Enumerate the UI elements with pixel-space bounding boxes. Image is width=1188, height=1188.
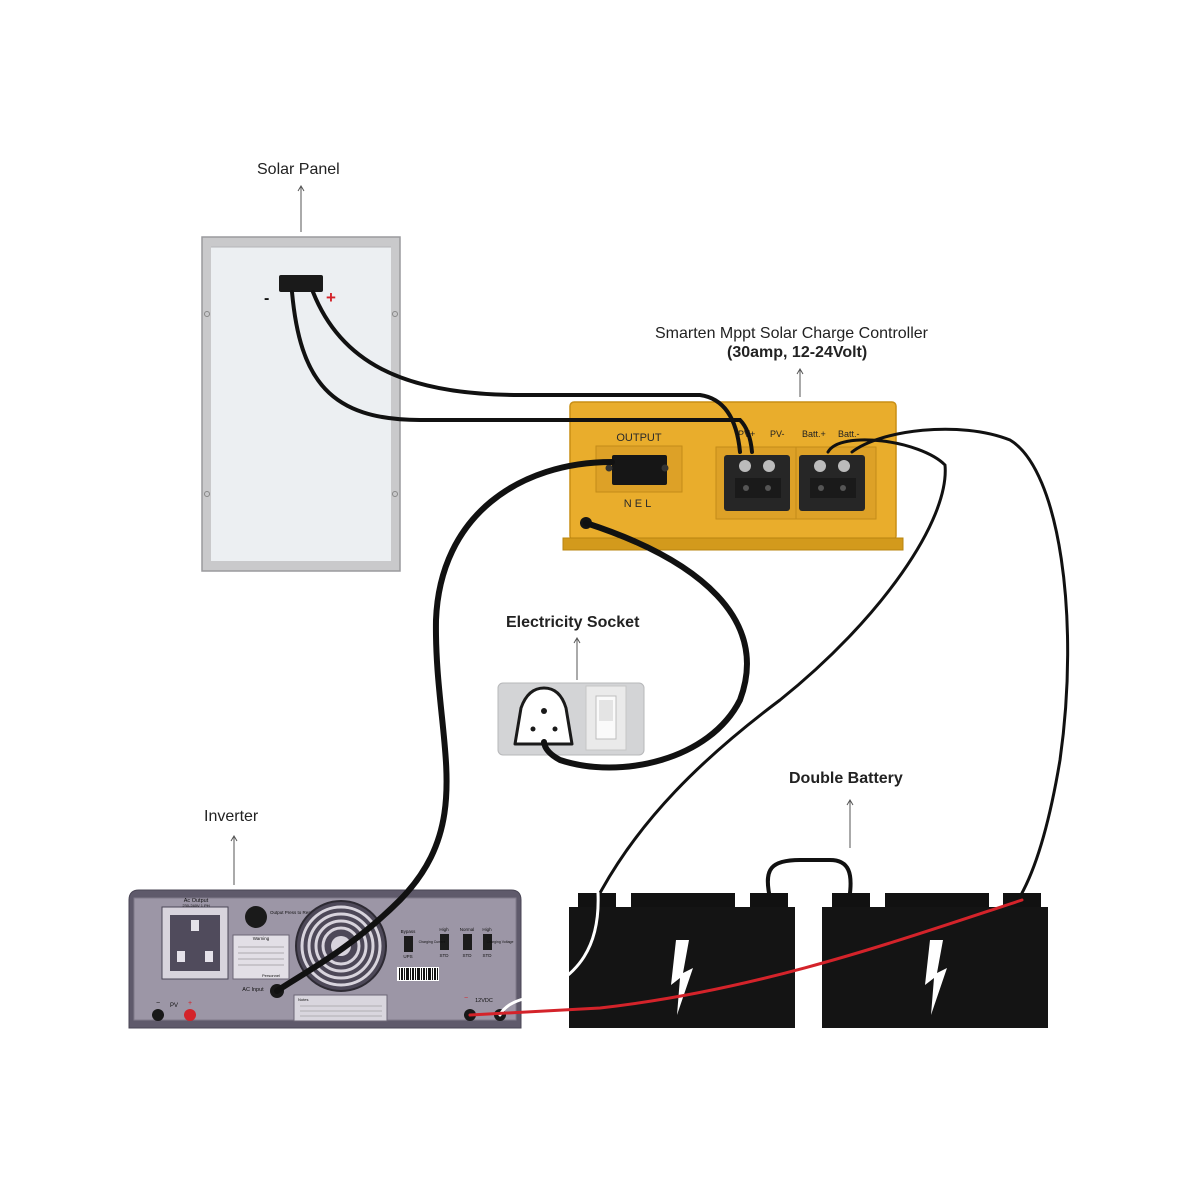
power-button[interactable] bbox=[245, 906, 267, 928]
pv-minus-wire bbox=[290, 290, 754, 454]
switch-panel: Bypass UPS High Charging Current STD Nor… bbox=[401, 927, 514, 959]
high-label-2: High bbox=[482, 927, 492, 932]
batt-positive-wire bbox=[598, 438, 947, 895]
controller-title: Smarten Mppt Solar Charge Controller bbox=[655, 325, 929, 342]
panel-minus-label: - bbox=[264, 290, 269, 307]
wires bbox=[274, 290, 1070, 1017]
dc-label: 12VDC bbox=[475, 998, 493, 1004]
battery-right bbox=[822, 893, 1048, 1028]
pv-label: PV bbox=[170, 1003, 178, 1009]
socket-label: Electricity Socket bbox=[506, 614, 640, 631]
white-lead bbox=[498, 891, 600, 1017]
output-to-inverter-wire bbox=[274, 459, 615, 994]
bypass-label: Bypass bbox=[401, 929, 417, 934]
pv-plus-sign: + bbox=[188, 1000, 192, 1007]
personnel-label: Personnel bbox=[262, 973, 280, 978]
pv-plus-wire bbox=[311, 290, 742, 454]
pv-minus-label: PV- bbox=[770, 429, 785, 439]
controller-to-socket-wire bbox=[541, 520, 750, 771]
pv-plus-terminal bbox=[184, 1009, 196, 1021]
batt-negative-wire bbox=[850, 427, 1070, 895]
plug bbox=[513, 686, 574, 746]
pv-minus-terminal bbox=[152, 1009, 164, 1021]
solar-panel: - + bbox=[201, 236, 401, 572]
lightning-icon bbox=[671, 940, 693, 1015]
warning-label: Warning bbox=[253, 936, 270, 941]
output-port bbox=[612, 455, 667, 485]
batt-minus-label: Batt.- bbox=[838, 429, 860, 439]
batt-plus-label: Batt.+ bbox=[802, 429, 826, 439]
charging-voltage-label: Charging Voltage bbox=[487, 940, 514, 944]
ups-label: UPS bbox=[403, 954, 412, 959]
ac-output-sub: 230-240V 1 PH bbox=[182, 903, 209, 908]
notes-label: Notes bbox=[298, 997, 308, 1002]
battery-bridge-wire bbox=[765, 858, 853, 895]
dc-minus-sign: − bbox=[464, 995, 468, 1002]
label-arrows bbox=[230, 185, 854, 885]
normal-switch[interactable] bbox=[463, 934, 472, 950]
charging-current-label: Charging Current bbox=[419, 940, 446, 944]
charge-controller: OUTPUT NEL PV+ PV- Batt.+ Batt.- bbox=[562, 401, 904, 551]
battery-label: Double Battery bbox=[789, 770, 903, 787]
ac-input-label: AC Input bbox=[242, 987, 264, 993]
electricity-socket bbox=[497, 682, 645, 756]
pv-minus-sign: − bbox=[156, 1000, 160, 1007]
bypass-switch[interactable] bbox=[404, 936, 413, 952]
high-label-1: High bbox=[439, 927, 449, 932]
red-lead bbox=[468, 898, 1024, 1017]
panel-plus-label: + bbox=[326, 288, 336, 307]
ac-output-label: Ac Output bbox=[184, 898, 209, 904]
barcode bbox=[397, 967, 439, 981]
normal-label: Normal bbox=[460, 927, 475, 932]
nel-label: NEL bbox=[624, 498, 654, 510]
output-label: OUTPUT bbox=[616, 432, 662, 444]
lightning-icon bbox=[925, 940, 947, 1015]
junction-box bbox=[279, 275, 323, 292]
output-note: Output Press to Restart bbox=[270, 910, 318, 915]
std-label-3: STD bbox=[483, 953, 493, 958]
charging-current-switch[interactable] bbox=[440, 934, 449, 950]
solar-panel-label: Solar Panel bbox=[257, 161, 340, 178]
inverter-label: Inverter bbox=[204, 808, 259, 825]
std-label-1: STD bbox=[440, 953, 450, 958]
controller-subtitle: (30amp, 12-24Volt) bbox=[727, 344, 868, 361]
charging-voltage-switch[interactable] bbox=[483, 934, 492, 950]
std-label-2: STD bbox=[463, 953, 473, 958]
